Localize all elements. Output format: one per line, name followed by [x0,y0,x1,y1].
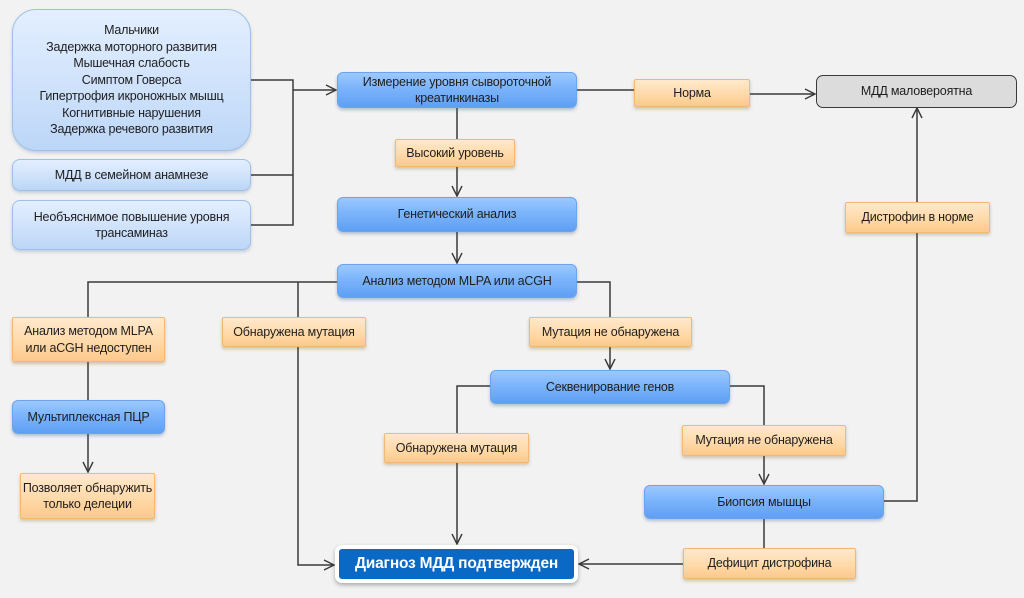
label-mutation-found-2: Обнаружена мутация [384,433,529,463]
node-deletions-only: Позволяет обнаружить только делеции [20,473,155,519]
node-genetic-analysis: Генетический анализ [337,197,577,232]
label-mutation-not-found-1: Мутация не обнаружена [529,317,692,347]
edge-seq-to-found2 [456,385,490,435]
node-dmd-confirmed: Диагноз МДД подтвержден [335,545,578,583]
node-family-history: МДД в семейном анамнезе [12,159,251,191]
node-multiplex-pcr: Мультиплексная ПЦР [12,400,165,434]
node-gene-sequencing: Секвенирование генов [490,370,730,404]
node-mlpa-acgh: Анализ методом MLPA или aCGH [337,264,577,298]
edge-mlpa-to-notfound1 [577,281,611,317]
edge-mlpa-left-bus [87,281,337,318]
edge-found1-to-confirmed [297,347,336,571]
node-dmd-unlikely: МДД маловероятна [816,75,1017,108]
label-ck-normal: Норма [634,79,750,107]
label-mlpa-unavailable: Анализ методом MLPA или aCGH недоступен [12,317,165,362]
node-symptoms: Мальчики Задержка моторного развития Мыш… [12,9,251,151]
node-ck-measurement: Измерение уровня сывороточной креатинкин… [337,72,577,108]
label-dystrophin-deficit: Дефицит дистрофина [683,548,856,579]
node-muscle-biopsy: Биопсия мышцы [644,485,884,519]
label-mutation-found-1: Обнаружена мутация [222,317,366,347]
label-mutation-not-found-2: Мутация не обнаружена [682,425,846,456]
label-ck-high: Высокий уровень [395,139,515,167]
edge-seq-to-notfound2 [730,385,765,426]
edge-biopsy-to-dys-normal [884,233,918,502]
edge-symptoms-bus [251,79,294,226]
node-transaminases: Необъяснимое повышение уровня трансамина… [12,200,251,250]
label-dystrophin-normal: Дистрофин в норме [845,202,990,233]
